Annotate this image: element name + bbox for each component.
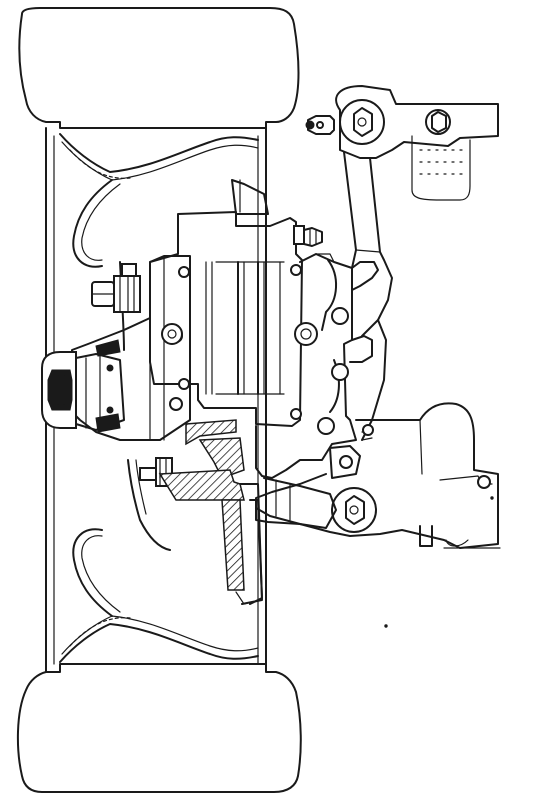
- tire-lower: [16, 663, 302, 793]
- dust-shield: [235, 499, 263, 605]
- hub-cap-and-axle-nut: [41, 339, 125, 433]
- upper-control-arm: [305, 85, 499, 201]
- brake-caliper: [149, 179, 318, 427]
- brake-disc-rotor: [158, 419, 263, 605]
- wheel-stud-upper: [91, 263, 141, 313]
- steering-arm: [255, 477, 337, 529]
- bleed-nipple: [293, 225, 323, 247]
- tire-upper: [18, 7, 300, 129]
- steering-knuckle: [255, 253, 379, 479]
- wheel-rim: [45, 127, 267, 673]
- stray-marks: [159, 471, 494, 628]
